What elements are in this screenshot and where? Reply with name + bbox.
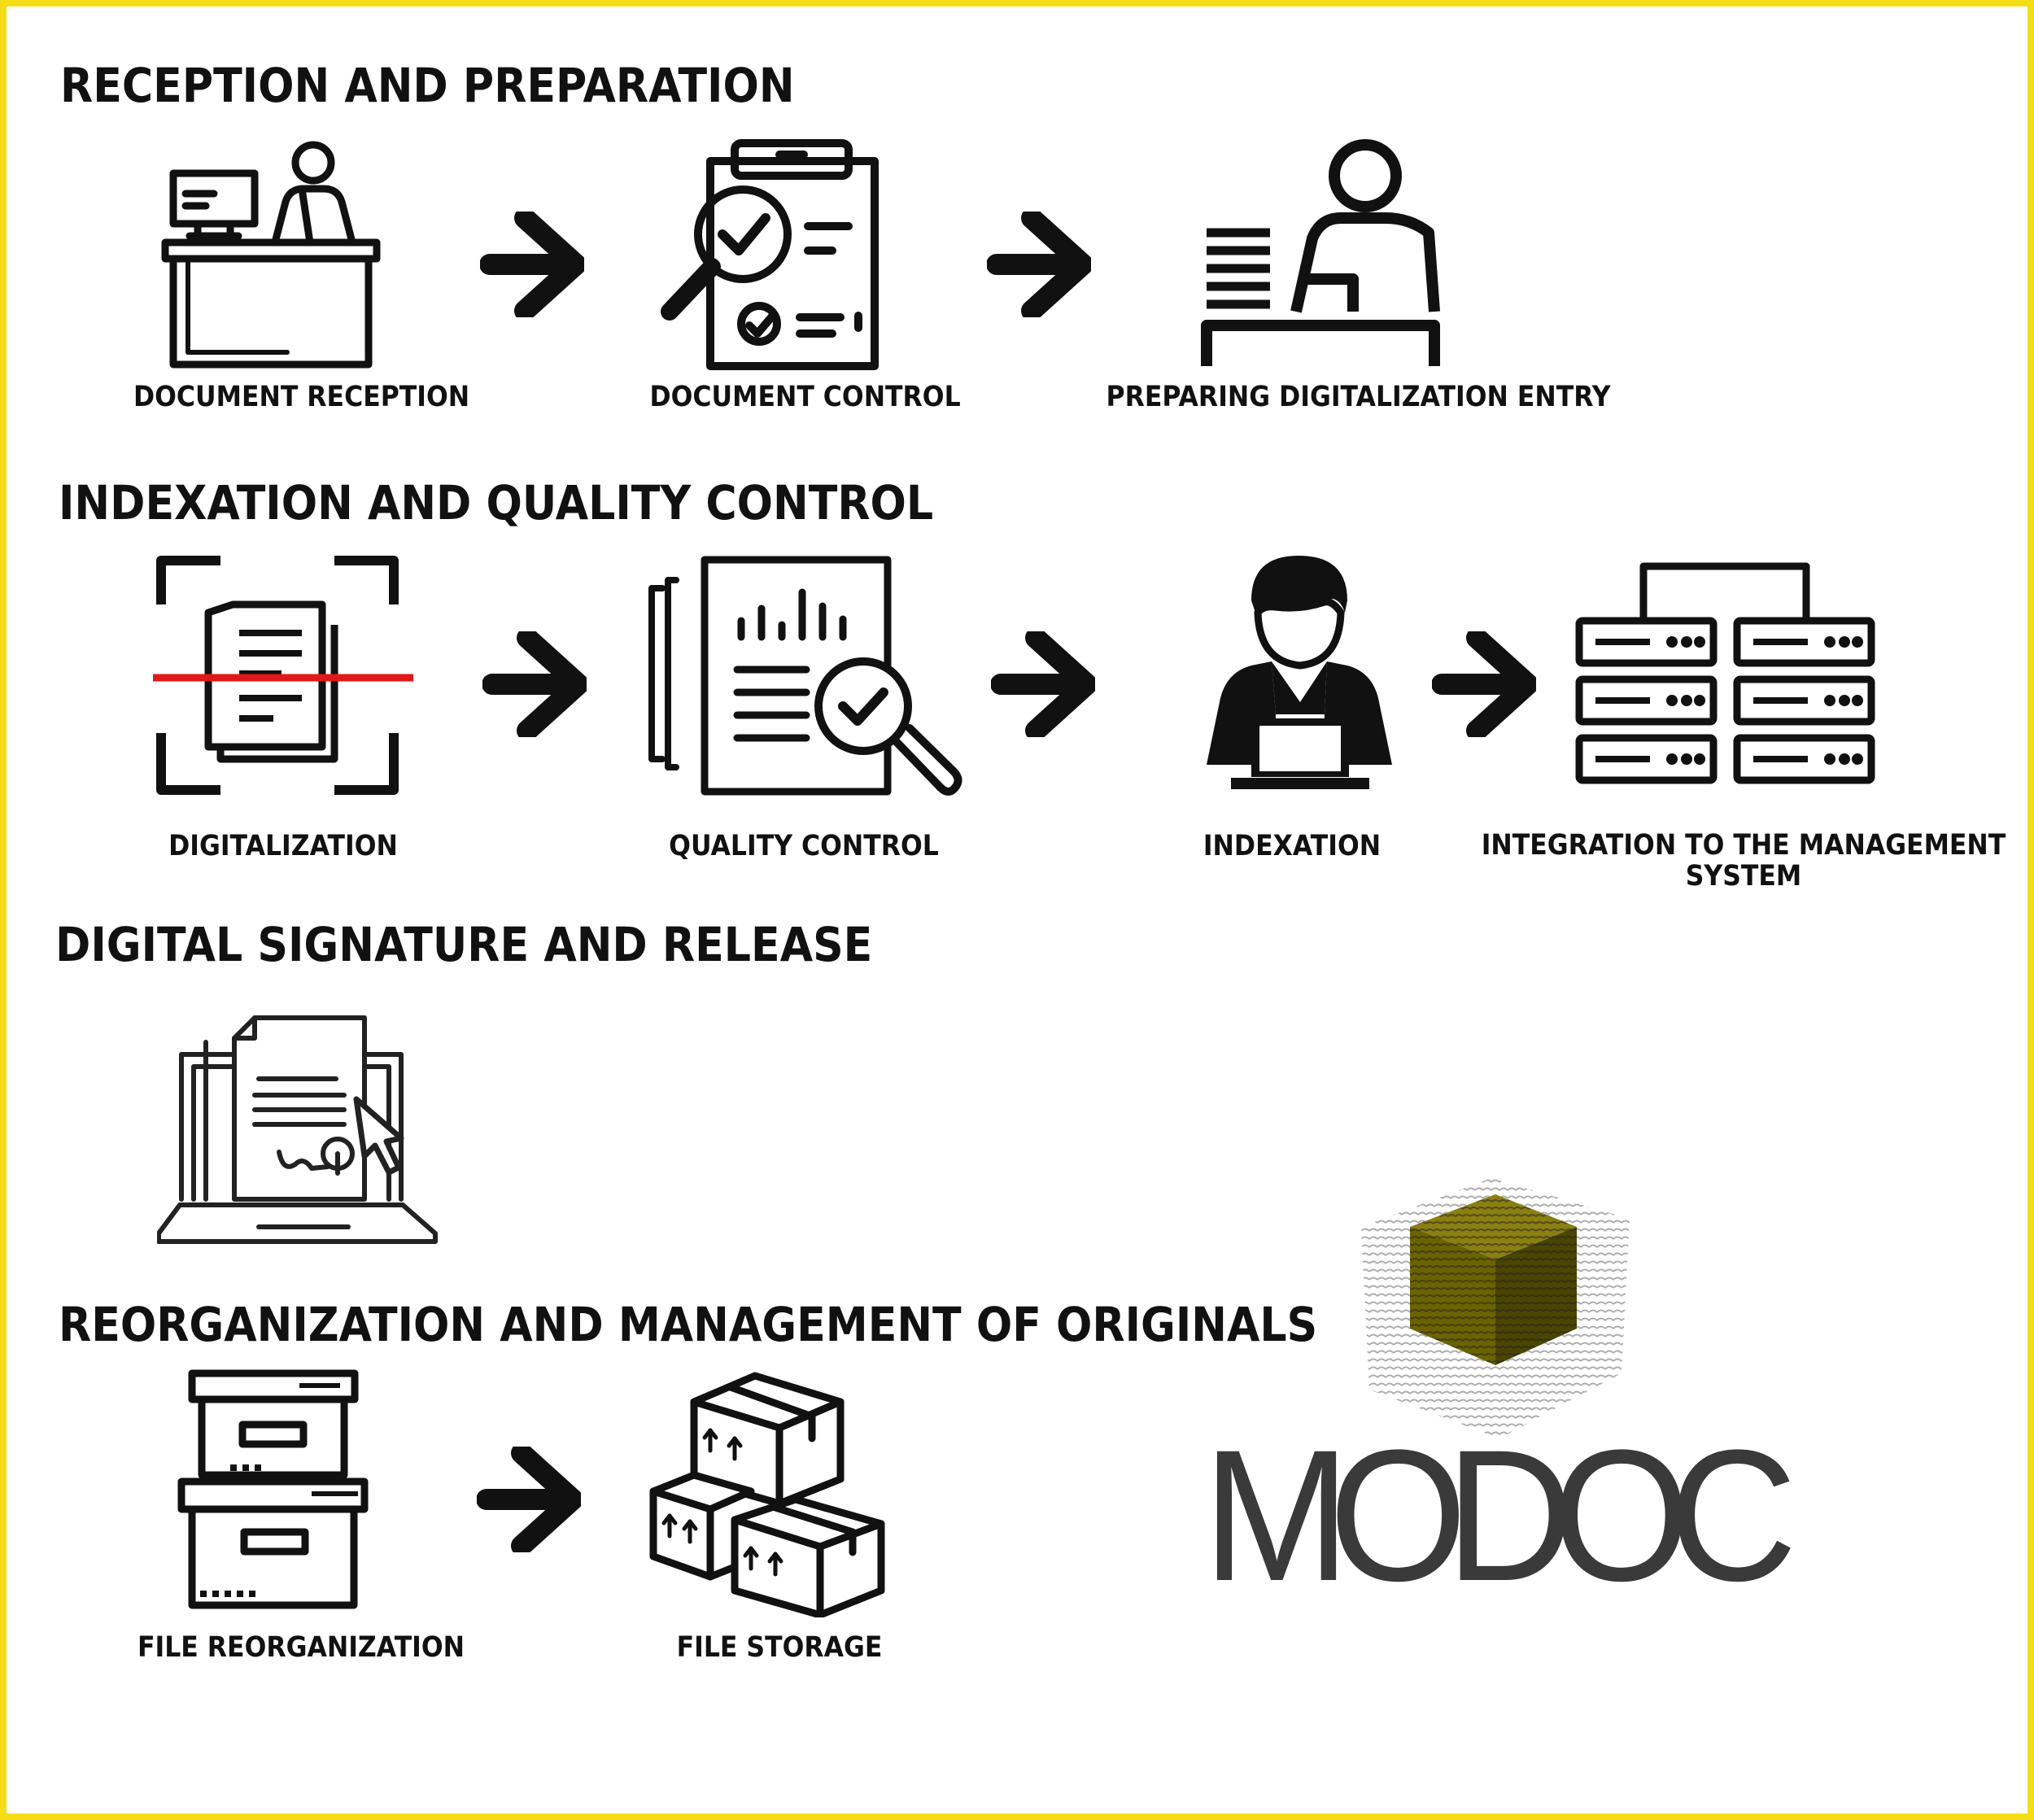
step-label-quality-control: QUALITY CONTROL	[669, 830, 939, 862]
arrow-right-icon	[991, 631, 1095, 737]
arrow-right-icon	[482, 631, 587, 737]
step-label-indexation: INDEXATION	[1203, 830, 1381, 862]
step-label-integration: INTEGRATION TO THE MANAGEMENT SYSTEM	[1481, 829, 2006, 893]
section-title-reorganization: REORGANIZATION AND MANAGEMENT OF ORIGINA…	[59, 1297, 1318, 1352]
section-title-reception: RECEPTION AND PREPARATION	[60, 58, 795, 113]
clipboard-magnifier-icon	[661, 139, 879, 370]
step-label-file-reorganization: FILE REORGANIZATION	[137, 1631, 465, 1664]
step-label-file-storage: FILE STORAGE	[676, 1631, 883, 1664]
step-label-document-reception: DOCUMENT RECEPTION	[133, 381, 470, 413]
arrow-right-icon	[1432, 631, 1536, 737]
arrow-right-icon	[987, 212, 1091, 317]
laptop-signed-document-icon	[157, 1015, 438, 1244]
arrow-right-icon	[477, 1447, 581, 1552]
logo-wordmark: MODOC	[1203, 1411, 1797, 1620]
report-magnifier-icon	[648, 556, 962, 796]
step-label-document-control: DOCUMENT CONTROL	[649, 381, 961, 413]
document-scan-icon	[153, 556, 413, 795]
fingerprint-cube-icon	[1361, 1178, 1630, 1438]
server-racks-icon	[1575, 562, 1875, 784]
arrow-right-icon	[480, 212, 584, 317]
stacked-archive-boxes-icon	[177, 1369, 369, 1609]
stacked-cartons-icon	[649, 1372, 885, 1617]
section-title-digital-signature: DIGITAL SIGNATURE AND RELEASE	[55, 917, 873, 972]
section-title-indexation: INDEXATION AND QUALITY CONTROL	[59, 475, 934, 530]
person-at-desk-icon	[1201, 139, 1440, 366]
reception-desk-icon	[161, 141, 381, 369]
step-label-preparing-digitalization: PREPARING DIGITALIZATION ENTRY	[1106, 381, 1611, 413]
step-label-digitalization: DIGITALIZATION	[168, 830, 398, 862]
person-laptop-icon	[1207, 556, 1392, 789]
